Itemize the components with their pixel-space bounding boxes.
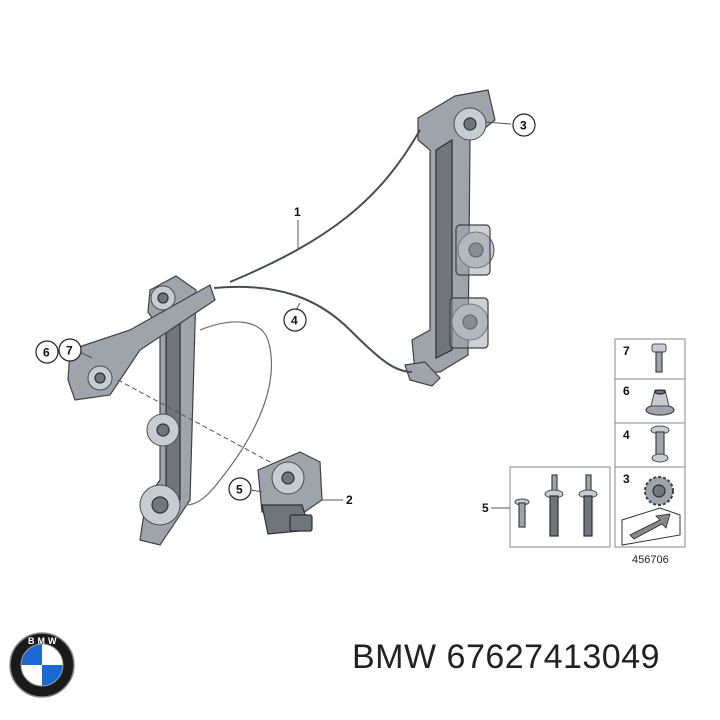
stud-bolt-icon	[578, 474, 598, 537]
svg-text:6: 6	[623, 384, 630, 398]
clip-icon	[650, 425, 670, 463]
arrow-icon	[621, 507, 681, 546]
callout-5: 5	[228, 477, 263, 501]
callout-1: 1	[294, 205, 301, 250]
bolt-icon	[651, 343, 667, 373]
callout-3: 3	[484, 113, 536, 137]
legend-item-7: 7	[614, 338, 686, 380]
svg-text:BMW: BMW	[28, 636, 60, 646]
legend-group-5: 5	[482, 466, 611, 548]
window-motor	[257, 451, 323, 535]
svg-text:7: 7	[66, 344, 73, 358]
callout-6: 6	[35, 340, 59, 364]
svg-text:5: 5	[236, 483, 243, 497]
svg-text:3: 3	[520, 119, 527, 133]
legend-item-4: 4	[614, 422, 686, 468]
regulator-cables	[185, 129, 421, 506]
part-number-caption: BMW 67627413049	[352, 638, 661, 676]
svg-text:2: 2	[346, 493, 353, 507]
svg-text:5: 5	[482, 501, 489, 515]
svg-text:1: 1	[294, 205, 301, 219]
svg-text:6: 6	[43, 346, 50, 360]
legend-item-6: 6	[614, 378, 686, 424]
svg-text:4: 4	[623, 428, 630, 442]
svg-text:4: 4	[291, 314, 298, 328]
legend-item-3: 3	[614, 466, 686, 548]
motor-mount-dashed-line	[117, 379, 286, 471]
stud-bolt-icon	[544, 474, 564, 537]
regulator-right-rail	[404, 89, 496, 387]
callout-7: 7	[58, 338, 93, 362]
svg-text:7: 7	[623, 344, 630, 358]
svg-text:3: 3	[623, 472, 630, 486]
gear-icon	[644, 476, 674, 506]
nut-icon	[645, 389, 675, 416]
regulator-left-rail	[67, 275, 216, 546]
callout-4: 4	[283, 302, 307, 332]
screw-icon	[514, 498, 530, 528]
parts-legend: 7 6 4	[482, 338, 686, 566]
bmw-logo: BMW	[9, 632, 75, 698]
figure-number: 456706	[632, 554, 669, 566]
callout-2: 2	[322, 493, 353, 507]
